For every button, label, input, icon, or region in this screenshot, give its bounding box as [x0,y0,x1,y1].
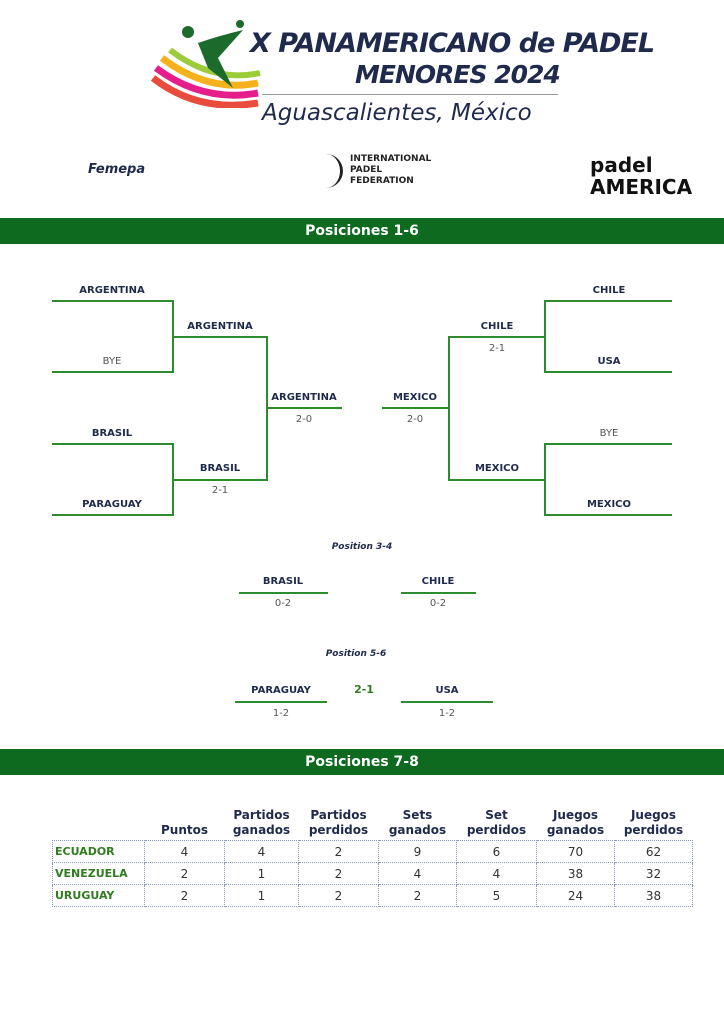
cell: 38 [536,862,615,885]
bracket-team: USA [597,356,621,367]
col-header: Partidos perdidos [308,808,369,837]
bracket-team: CHILE [592,285,626,296]
event-title: X PANAMERICANO de PADEL [250,28,655,59]
cell: 9 [378,840,457,863]
cell: 1 [224,862,299,885]
bracket-score: 2-0 [295,414,313,425]
femepa-logo: Femepa [88,162,146,177]
bracket-team: MEXICO [392,392,438,403]
ipf-logo-icon [316,154,343,188]
team-name: VENEZUELA [52,862,145,885]
cell: 2 [298,840,379,863]
bracket-score: 2-0 [406,414,424,425]
match-team: BRASIL [262,576,304,587]
cell: 2 [378,884,457,907]
match-score: 1-2 [438,708,456,719]
bracket-score: 2-1 [488,343,506,354]
match-team: USA [435,685,459,696]
cell: 4 [224,840,299,863]
match-result: 2-1 [354,683,374,696]
event-location: Aguascalientes, México [262,100,532,126]
bracket-team: MEXICO [474,463,520,474]
cell: 32 [614,862,693,885]
section-title-7-8: Posiciones 7-8 [0,749,724,775]
match-team: CHILE [421,576,455,587]
bracket-team: PARAGUAY [82,499,142,510]
cell: 2 [144,862,225,885]
col-header: Puntos [160,823,208,837]
bracket-team: ARGENTINA [79,285,145,296]
ipf-logo-text: INTERNATIONAL PADEL FEDERATION [350,154,432,186]
col-header: Set perdidos [466,808,527,837]
cell: 2 [298,862,379,885]
cell: 4 [378,862,457,885]
cell: 4 [456,862,537,885]
bracket-team: BRASIL [199,463,241,474]
match-score: 0-2 [274,598,292,609]
match-score: 1-2 [272,708,290,719]
position-5-6-title: Position 5-6 [325,649,387,659]
event-subtitle: MENORES 2024 [355,60,561,89]
cell: 2 [298,884,379,907]
cell: 5 [456,884,537,907]
section-title-1-6: Posiciones 1-6 [0,218,724,244]
team-name: URUGUAY [52,884,145,907]
cell: 24 [536,884,615,907]
team-name: ECUADOR [52,840,145,863]
cell: 2 [144,884,225,907]
bracket-team: BYE [599,428,619,439]
cell: 70 [536,840,615,863]
cell: 6 [456,840,537,863]
cell: 1 [224,884,299,907]
position-3-4-title: Position 3-4 [331,542,393,552]
bracket-team: MEXICO [586,499,632,510]
standings-table: Puntos Partidos ganados Partidos perdido… [52,808,693,907]
bracket-team: ARGENTINA [187,321,253,332]
bracket-team: CHILE [480,321,514,332]
cell: 38 [614,884,693,907]
bracket-team: ARGENTINA [271,392,337,403]
table-header: Puntos Partidos ganados Partidos perdido… [53,808,693,841]
event-logo-icon [150,20,261,108]
bracket-team: BYE [102,356,122,367]
col-header: Sets ganados [388,808,447,837]
match-team: PARAGUAY [251,685,311,696]
col-header: Partidos ganados [232,808,291,837]
cell: 4 [144,840,225,863]
col-header: Juegos perdidos [623,808,684,837]
match-score: 0-2 [429,598,447,609]
bracket-score: 2-1 [211,485,229,496]
padel-america-logo: padel AMERICA [590,153,693,199]
col-header: Juegos ganados [546,808,605,837]
cell: 62 [614,840,693,863]
bracket-team: BRASIL [91,428,133,439]
